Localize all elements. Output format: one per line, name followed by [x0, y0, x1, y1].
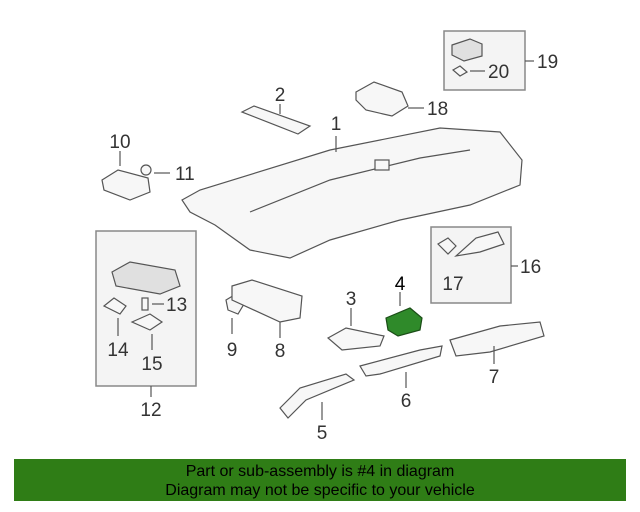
callout-16: 16: [520, 257, 541, 278]
callout-5: 5: [317, 423, 328, 444]
part-5[interactable]: [279, 373, 356, 419]
callout-15: 15: [141, 354, 162, 375]
headliner-opening: [374, 159, 390, 171]
part-15[interactable]: [130, 313, 164, 331]
callout-17: 17: [442, 274, 463, 295]
callout-14: 14: [107, 340, 129, 361]
footer-line-1: Part or sub-assembly is #4 in diagram: [185, 463, 455, 480]
part-19[interactable]: [451, 38, 483, 62]
callout-7: 7: [489, 367, 500, 388]
part-3[interactable]: [326, 327, 385, 351]
part-7[interactable]: [449, 321, 545, 357]
part-10[interactable]: [101, 169, 151, 201]
part-16-grab-handle[interactable]: [454, 231, 505, 257]
callout-8: 8: [275, 341, 286, 362]
callout-13: 13: [166, 295, 187, 316]
callout-10: 10: [109, 132, 130, 153]
callout-11: 11: [175, 164, 195, 185]
callout-2: 2: [275, 85, 286, 106]
part-13[interactable]: [141, 297, 149, 311]
callout-1: 1: [331, 114, 342, 135]
part-12-lamp[interactable]: [111, 261, 181, 295]
part-14[interactable]: [102, 297, 127, 315]
callout-4: 4: [395, 274, 406, 295]
callout-12: 12: [140, 400, 161, 421]
group-box-19: [443, 30, 526, 91]
callout-18: 18: [427, 99, 448, 120]
part-8-sun-visor[interactable]: [231, 279, 303, 323]
part-17[interactable]: [437, 237, 457, 255]
callout-20: 20: [488, 62, 509, 83]
callout-3: 3: [346, 289, 357, 310]
part-4-highlighted[interactable]: [385, 307, 423, 337]
part-1-headliner[interactable]: [181, 127, 523, 259]
part-2[interactable]: [240, 105, 312, 135]
callout-19: 19: [537, 52, 558, 73]
callout-9: 9: [227, 340, 238, 361]
part-6[interactable]: [359, 345, 443, 377]
part-18[interactable]: [355, 81, 409, 117]
footer-line-2: Diagram may not be specific to your vehi…: [165, 482, 475, 499]
part-11[interactable]: [140, 164, 152, 176]
footer-banner: Part or sub-assembly is #4 in diagram Di…: [14, 459, 626, 501]
diagram-canvas: 1 2 3 4 5 6 7 8 9 10 11 12 13 14 15 16 1…: [95, 30, 558, 444]
part-20[interactable]: [451, 65, 469, 77]
callout-6: 6: [401, 391, 412, 412]
